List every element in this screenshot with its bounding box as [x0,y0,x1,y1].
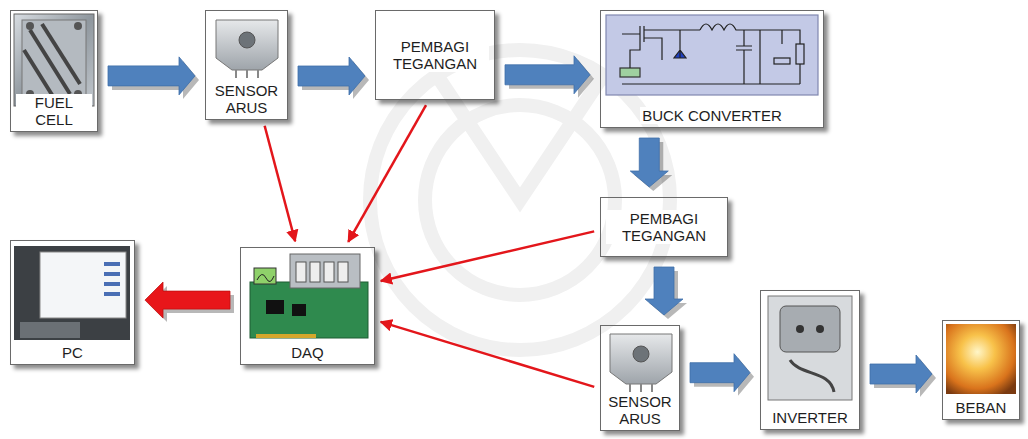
current-sensor-image [610,334,672,392]
flow-arrow [108,57,195,95]
daq-card-image [250,254,368,338]
node-label: SENSOR ARUS [606,393,674,428]
signal-arrow [348,105,426,242]
inverter-box: INVERTER [760,290,860,430]
flow-arrow [145,282,230,318]
flow-arrow [630,138,668,187]
daq-box: DAQ [240,247,375,365]
sensor-box: SENSOR ARUS [205,10,288,120]
flow-arrow [870,355,932,393]
sensor-box: SENSOR ARUS [600,325,680,431]
node-label: DAQ [289,344,326,361]
flow-arrow [298,57,365,95]
flow-arrow [505,56,590,94]
node-label: PEMBAGI TEGANGAN [381,38,489,73]
converter-box: BUCK CONVERTER [600,10,824,128]
load-image [946,324,1016,394]
node-label: BEBAN [954,399,1009,416]
divider-box: PEMBAGI TEGANGAN [375,10,495,100]
node-label: BUCK CONVERTER [640,107,784,124]
signal-arrow [381,231,594,281]
signal-arrow [265,126,296,241]
flow-arrow [690,354,750,392]
signal-arrow [381,322,595,387]
fuel-cell-box: FUEL CELL [10,10,98,132]
node-label: SENSOR ARUS [211,82,282,117]
flow-arrow [645,267,683,315]
node-label: PEMBAGI TEGANGAN [606,210,722,245]
node-label: FUEL CELL [16,94,92,129]
buck-schematic [606,15,818,95]
node-label: INVERTER [770,409,850,426]
node-label: PC [60,344,85,361]
pc-image [14,246,130,340]
load-box: BEBAN [942,320,1020,420]
current-sensor-image [216,20,278,78]
fuel-cell-image [14,14,94,106]
pc-box: PC [10,240,135,365]
divider-box: PEMBAGI TEGANGAN [600,197,728,257]
inverter-image [768,296,852,400]
